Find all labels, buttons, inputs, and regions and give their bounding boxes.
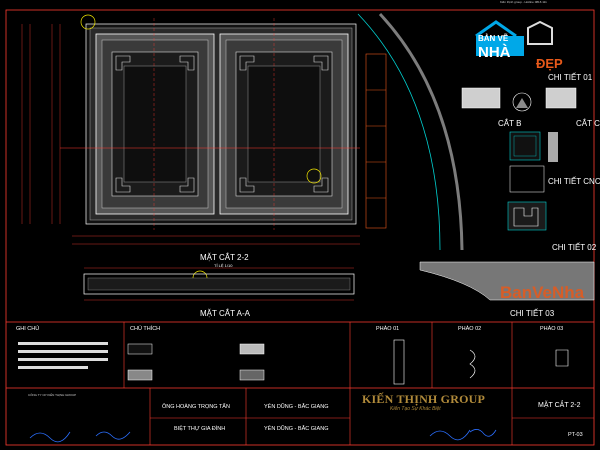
phao-03-header: PHÀO 03 (540, 326, 564, 332)
details-column (419, 87, 595, 301)
logo-text-dep: ĐẸP (536, 56, 563, 71)
legend-swatches (18, 339, 569, 443)
section-2-2-scale: TỈ LỆ 1/10 (214, 263, 233, 268)
chu-thich-header: CHÚ THÍCH (130, 326, 161, 332)
section-2-2-title: MẶT CẮT 2-2 (200, 253, 249, 262)
phao-02-header: PHÀO 02 (458, 326, 482, 332)
legend-table (123, 322, 594, 445)
sheet-border (5, 9, 595, 446)
owner-name: ÔNG HOÀNG TRỌNG TẤN (162, 404, 230, 410)
brand-slogan: Kiến Tạo Sự Khác Biệt (390, 406, 441, 412)
cut-c-title: CẮT C (576, 119, 600, 128)
detail-03-title: CHI TIẾT 03 (510, 309, 555, 318)
detail-cnc-title: CHI TIẾT CNC (548, 177, 600, 186)
ceiling-section-2-2 (21, 12, 476, 286)
project-name: BIỆT THỰ GIA ĐÌNH (174, 426, 226, 432)
watermark-banvenha: BanVeNha (500, 283, 585, 302)
logo-text-nha: NHÀ (478, 44, 511, 61)
sheet-number: PT-03 (568, 432, 583, 438)
sheet-title: MẶT CẮT 2-2 (538, 402, 581, 409)
company-name: CÔNG TY CP KIẾN THỊNH GROUP (28, 393, 77, 397)
ghi-chu-header: GHI CHÚ (16, 326, 40, 332)
location-1: YÊN DŨNG - BẮC GIANG (264, 404, 329, 410)
location-2: YÊN DŨNG - BẮC GIANG (264, 426, 329, 432)
house-icon (475, 20, 553, 56)
cut-b-title: CẮT B (498, 119, 522, 128)
detail-01-title: CHI TIẾT 01 (548, 73, 593, 82)
site-header-text: Kiến thịnh group - Hotline 0816 111 (500, 0, 547, 4)
detail-02-title: CHI TIẾT 02 (552, 243, 597, 252)
brand-title: KIẾN THỊNH GROUP (362, 392, 485, 406)
phao-01-header: PHÀO 01 (376, 326, 400, 332)
logo-text-ban-ve: BẢN VẼ (478, 34, 509, 43)
section-a-a (83, 267, 355, 301)
section-a-a-title: MẶT CẮT A-A (200, 309, 250, 318)
banvenhadep-logo: BẢN VẼ NHÀ ĐẸP (474, 20, 570, 72)
